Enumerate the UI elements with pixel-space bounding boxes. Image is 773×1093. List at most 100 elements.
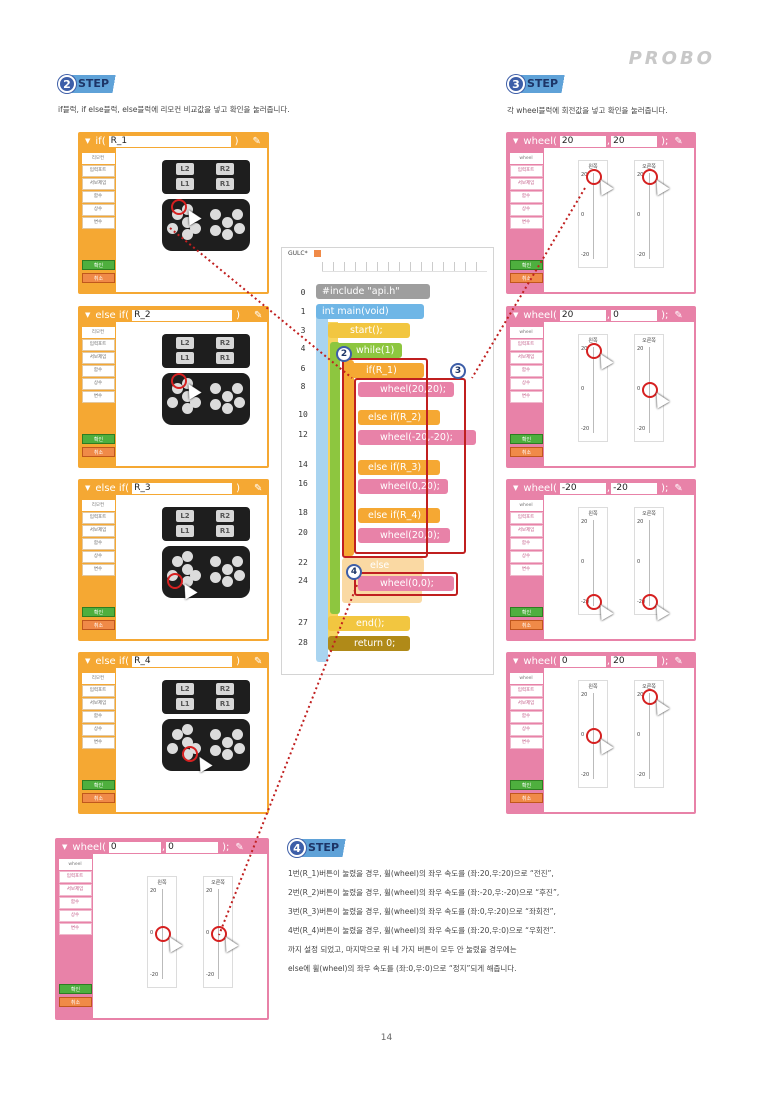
menu-item-function[interactable]: 함수 — [81, 711, 115, 723]
menu-item-function[interactable]: 함수 — [509, 711, 543, 723]
menu-item-input_port[interactable]: 입력포트 — [509, 685, 543, 697]
remote-button-l2[interactable]: L2 — [176, 683, 194, 695]
right-speed-input[interactable]: 20 — [611, 655, 658, 667]
slider-knob-highlight[interactable] — [586, 594, 602, 610]
remote-button-l2[interactable]: L2 — [176, 510, 194, 522]
menu-item-servo[interactable]: 서보제임 — [509, 178, 543, 190]
menu-item-servo[interactable]: 서보제임 — [81, 352, 115, 364]
right-speed-input[interactable]: -20 — [611, 482, 658, 494]
remote-key[interactable] — [182, 724, 193, 735]
remote-key[interactable] — [234, 743, 245, 754]
remote-button-r2[interactable]: R2 — [216, 163, 234, 175]
remote-key[interactable] — [210, 225, 221, 236]
left-speed-input[interactable]: 0 — [559, 655, 606, 667]
remote-key[interactable] — [182, 403, 193, 414]
else-block[interactable]: else — [342, 558, 424, 573]
slider-knob-highlight[interactable] — [586, 728, 602, 744]
edit-icon[interactable]: ✎ — [674, 482, 683, 494]
menu-item-servo[interactable]: 서보제임 — [509, 525, 543, 537]
remote-key[interactable] — [182, 576, 193, 587]
remote-button-r1[interactable]: R1 — [216, 525, 234, 537]
remote-key[interactable] — [210, 209, 221, 220]
cancel-button[interactable]: 취소 — [82, 447, 115, 457]
remote-key[interactable] — [210, 383, 221, 394]
collapse-icon[interactable]: ▼ — [513, 137, 519, 145]
remote-key[interactable] — [232, 383, 243, 394]
menu-item-variable[interactable]: 변수 — [509, 217, 543, 229]
remote-key[interactable] — [190, 397, 201, 408]
remote-key[interactable] — [222, 229, 233, 240]
remote-key[interactable] — [222, 403, 233, 414]
wheel-block-3[interactable]: wheel(0,20); — [358, 479, 448, 494]
include-block[interactable]: #include "api.h" — [316, 284, 430, 299]
edit-icon[interactable]: ✎ — [674, 655, 683, 667]
right-speed-input[interactable]: 20 — [611, 135, 658, 147]
cancel-button[interactable]: 취소 — [82, 620, 115, 630]
menu-item-constant[interactable]: 상수 — [81, 204, 115, 216]
collapse-icon[interactable]: ▼ — [513, 311, 519, 319]
cancel-button[interactable]: 취소 — [510, 447, 543, 457]
menu-item-input_port[interactable]: 입력포트 — [509, 339, 543, 351]
menu-item-input_port[interactable]: 입력포트 — [81, 165, 115, 177]
end-block[interactable]: end(); — [328, 616, 410, 631]
cancel-button[interactable]: 취소 — [510, 620, 543, 630]
collapse-icon[interactable]: ▼ — [85, 657, 91, 665]
condition-input[interactable]: R_1 — [108, 135, 231, 147]
slider-knob-highlight[interactable] — [642, 382, 658, 398]
menu-item-function[interactable]: 함수 — [509, 538, 543, 550]
remote-key[interactable] — [167, 223, 178, 234]
collapse-icon[interactable]: ▼ — [85, 484, 91, 492]
menu-item-constant[interactable]: 상수 — [81, 551, 115, 563]
remote-key[interactable] — [222, 217, 233, 228]
edit-icon[interactable]: ✎ — [674, 135, 683, 147]
slider-knob-highlight[interactable] — [155, 926, 171, 942]
menu-item-servo[interactable]: 서보제임 — [81, 525, 115, 537]
remote-button-l2[interactable]: L2 — [176, 337, 194, 349]
slider-knob-highlight[interactable] — [642, 689, 658, 705]
collapse-icon[interactable]: ▼ — [62, 843, 68, 851]
condition-input[interactable]: R_4 — [132, 655, 233, 667]
remote-button-l2[interactable]: L2 — [176, 163, 194, 175]
wheel-block-2[interactable]: wheel(-20,-20); — [358, 430, 476, 445]
ok-button[interactable]: 확인 — [510, 780, 543, 790]
remote-key[interactable] — [182, 551, 193, 562]
left-speed-input[interactable]: 20 — [559, 135, 606, 147]
menu-item-input_port[interactable]: 입력포트 — [58, 871, 92, 883]
edit-icon[interactable]: ✎ — [235, 841, 244, 853]
remote-key[interactable] — [210, 572, 221, 583]
collapse-icon[interactable]: ▼ — [513, 484, 519, 492]
condition-input[interactable]: R_2 — [132, 309, 233, 321]
menu-item-input_port[interactable]: 입력포트 — [81, 512, 115, 524]
remote-button-r2[interactable]: R2 — [216, 683, 234, 695]
remote-key[interactable] — [182, 737, 193, 748]
collapse-icon[interactable]: ▼ — [85, 137, 91, 145]
remote-key[interactable] — [182, 204, 193, 215]
remote-key[interactable] — [182, 217, 193, 228]
remote-button-r2[interactable]: R2 — [216, 337, 234, 349]
left-speed-input[interactable]: 20 — [559, 309, 606, 321]
menu-item-function[interactable]: 함수 — [81, 365, 115, 377]
cancel-button[interactable]: 취소 — [510, 793, 543, 803]
cancel-button[interactable]: 취소 — [510, 273, 543, 283]
close-tab-icon[interactable] — [313, 250, 321, 257]
remote-key[interactable] — [172, 556, 183, 567]
collapse-icon[interactable]: ▼ — [85, 311, 91, 319]
remote-key[interactable] — [222, 737, 233, 748]
menu-item-input_port[interactable]: 입력포트 — [81, 339, 115, 351]
menu-item-variable[interactable]: 변수 — [81, 564, 115, 576]
menu-item-constant[interactable]: 상수 — [509, 551, 543, 563]
menu-item-function[interactable]: 함수 — [81, 538, 115, 550]
ok-button[interactable]: 확인 — [82, 260, 115, 270]
menu-item-variable[interactable]: 변수 — [81, 217, 115, 229]
remote-key[interactable] — [210, 745, 221, 756]
left-speed-input[interactable]: -20 — [559, 482, 606, 494]
menu-item-servo[interactable]: 서보제임 — [509, 698, 543, 710]
menu-item-constant[interactable]: 상수 — [58, 910, 92, 922]
cancel-button[interactable]: 취소 — [82, 793, 115, 803]
menu-item-function[interactable]: 함수 — [81, 191, 115, 203]
edit-icon[interactable]: ✎ — [674, 309, 683, 321]
